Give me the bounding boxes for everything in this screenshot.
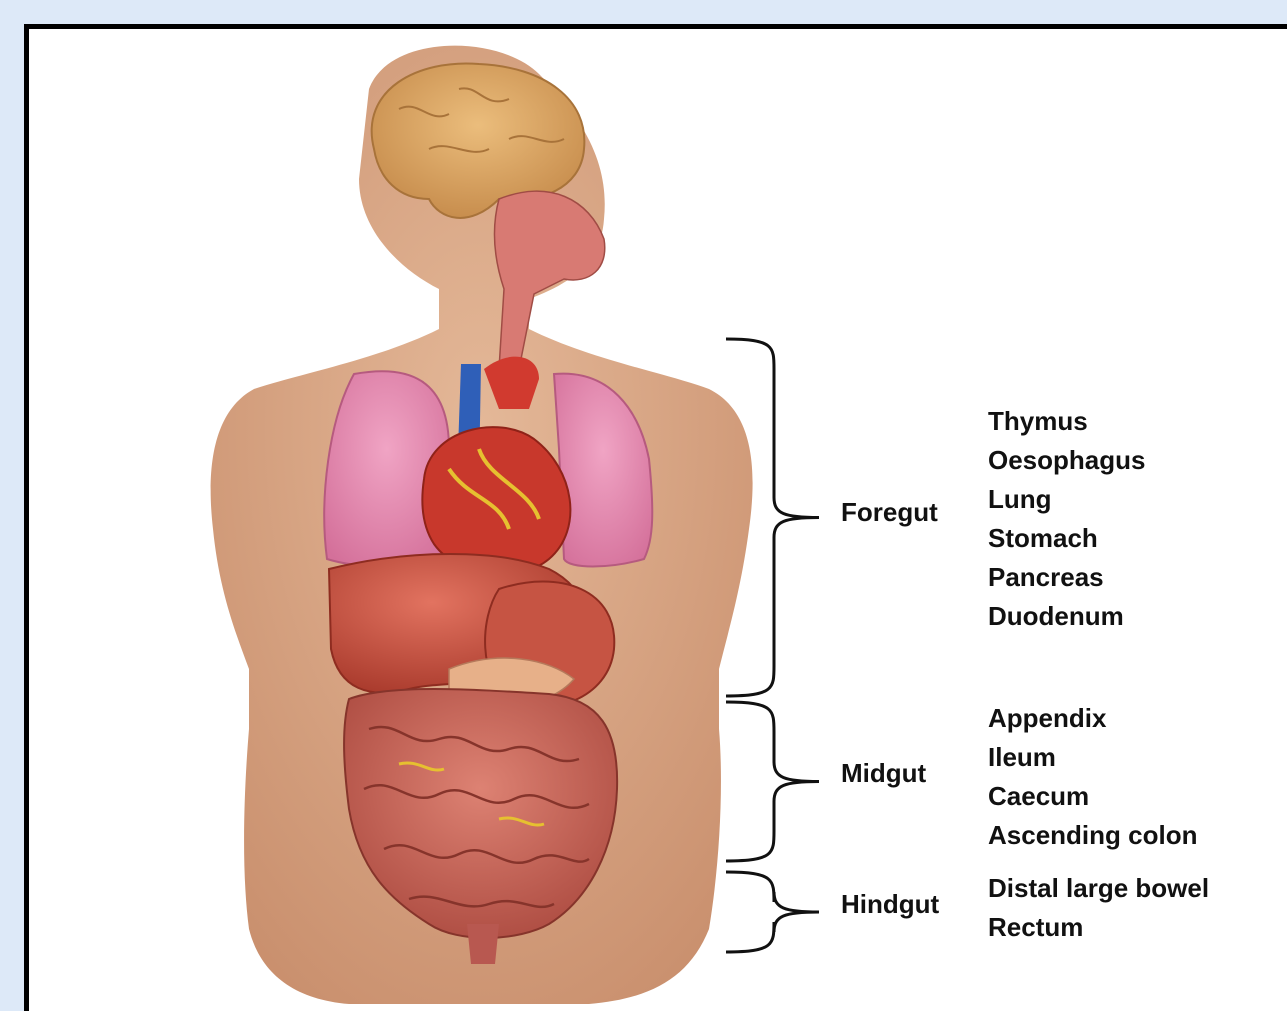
organ-label: Ileum: [988, 744, 1056, 770]
group-label-midgut: Midgut: [841, 760, 926, 786]
group-label-hindgut: Hindgut: [841, 891, 939, 917]
organ-label: Appendix: [988, 705, 1106, 731]
bracket-foregut: [726, 339, 819, 696]
organ-label: Caecum: [988, 783, 1089, 809]
organ-label: Duodenum: [988, 603, 1124, 629]
bracket-layer: [29, 29, 1287, 1011]
organ-label: Lung: [988, 486, 1052, 512]
organ-label: Distal large bowel: [988, 875, 1209, 901]
organ-label: Oesophagus: [988, 447, 1145, 473]
organ-label: Rectum: [988, 914, 1083, 940]
organ-label: Pancreas: [988, 564, 1104, 590]
bracket-midgut: [726, 702, 819, 861]
organ-label: Stomach: [988, 525, 1098, 551]
organ-label: Ascending colon: [988, 822, 1197, 848]
bracket-hindgut: [726, 872, 819, 952]
group-label-foregut: Foregut: [841, 499, 938, 525]
organ-label: Thymus: [988, 408, 1088, 434]
